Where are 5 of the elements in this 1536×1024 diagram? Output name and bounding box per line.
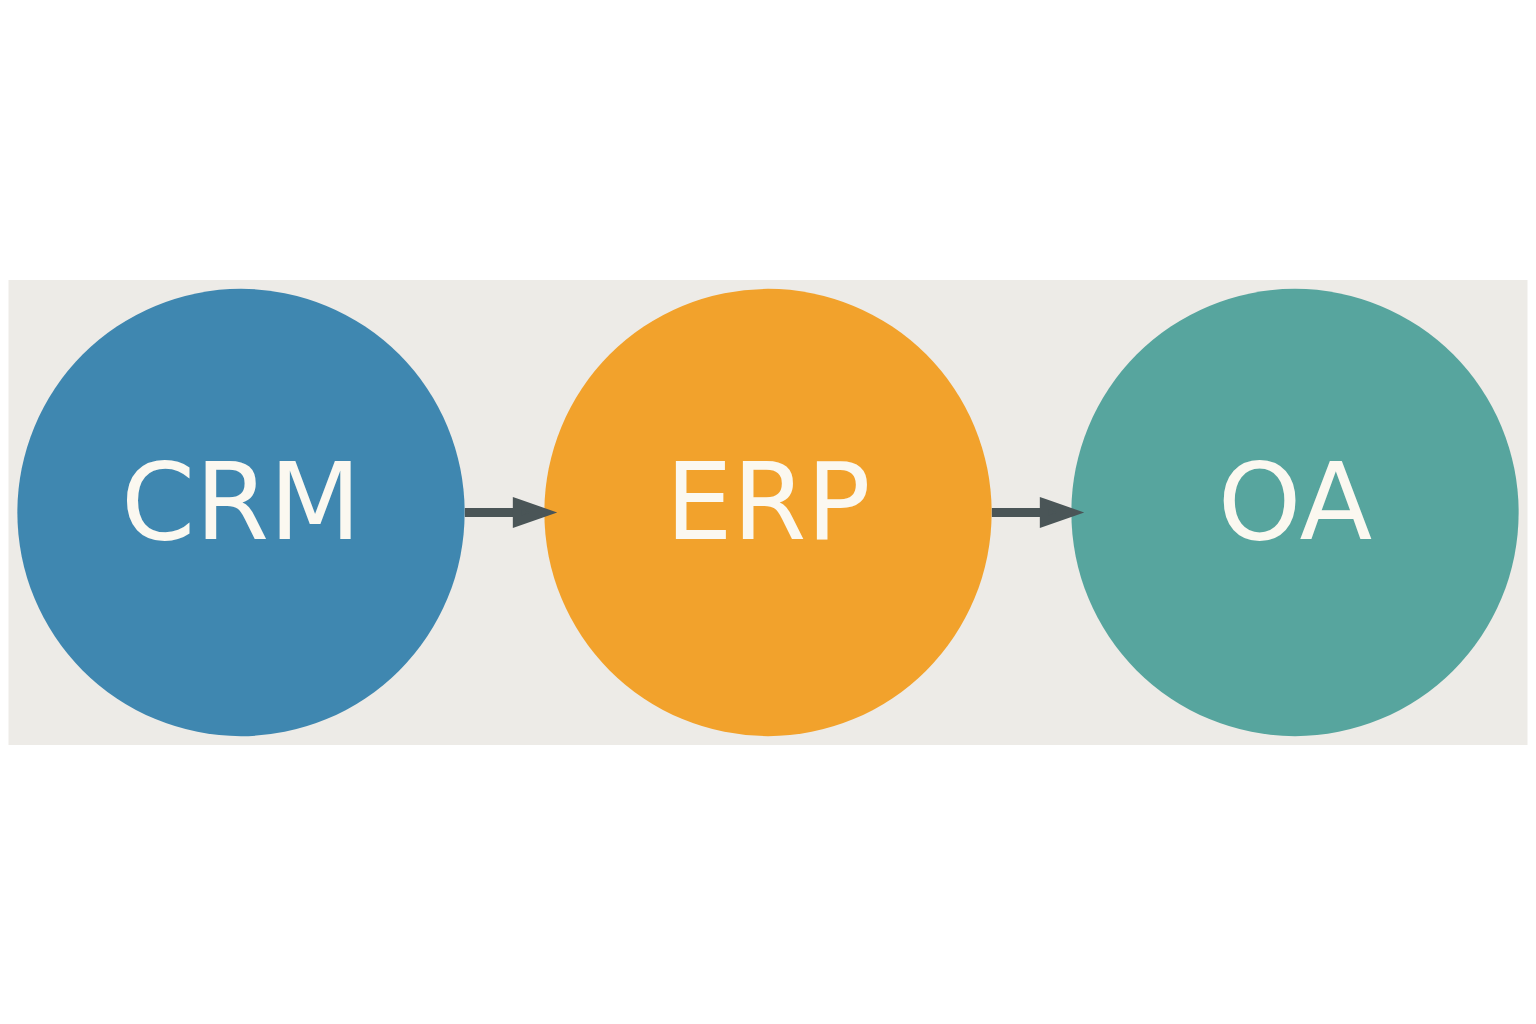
node-circle: ERP — [544, 288, 992, 736]
arrow — [991, 496, 1085, 528]
node-circle: CRM — [17, 288, 465, 736]
node-circle: OA — [1071, 288, 1519, 736]
arrow — [464, 496, 558, 528]
